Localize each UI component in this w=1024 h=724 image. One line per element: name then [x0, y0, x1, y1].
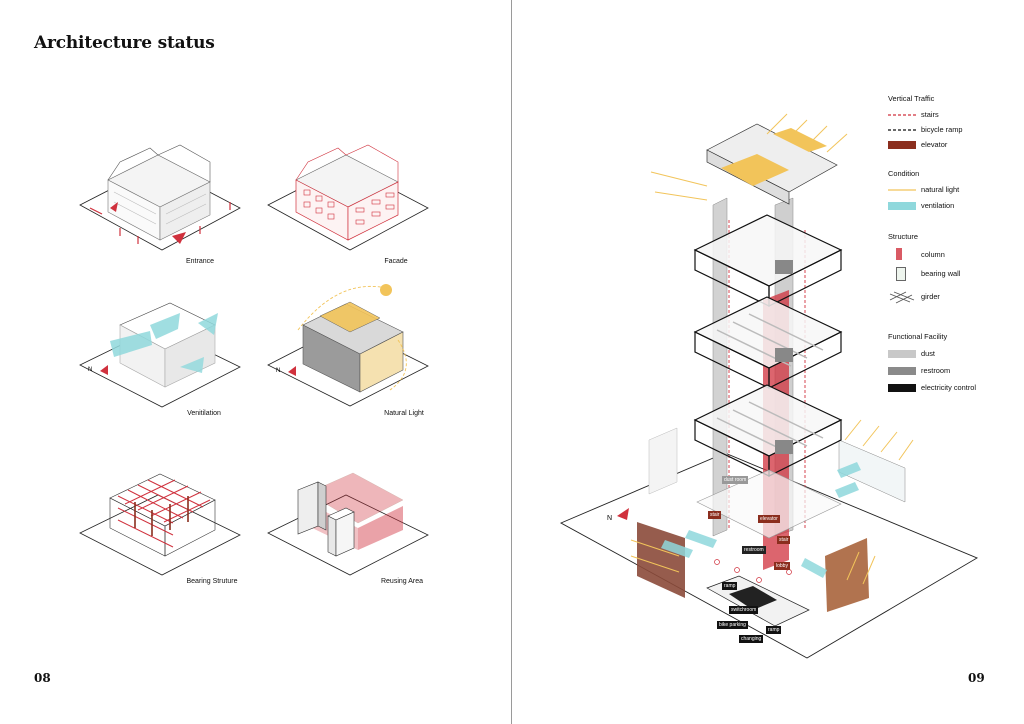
legend-label: restroom — [921, 366, 951, 375]
tag-dust-room: dust room — [722, 476, 749, 484]
legend-item-bicycle-ramp: bicycle ramp — [888, 125, 1018, 137]
bearing-structure-caption: Bearing Struture — [186, 578, 238, 585]
legend-item-dust: dust — [888, 349, 1018, 361]
column-icon — [896, 248, 902, 260]
left-page: Architecture status Entrance — [34, 33, 429, 685]
black-swatch-icon — [888, 384, 916, 392]
legend-label: column — [921, 250, 945, 259]
legend-item-bearing-wall: bearing wall — [888, 267, 1018, 281]
lightgray-swatch-icon — [888, 350, 916, 358]
legend-item-electricity-control: electricity control — [888, 383, 1018, 395]
bearing-structure-diagram — [79, 473, 241, 576]
legend-item-restroom: restroom — [888, 366, 1018, 378]
tag-changing: changing — [739, 635, 764, 643]
legend-group-title: Structure — [888, 232, 918, 241]
legend-label: stairs — [921, 110, 939, 119]
legend-item-elevator: elevator — [888, 140, 1018, 152]
legend-label: bicycle ramp — [921, 125, 963, 134]
yellow-line-icon — [888, 189, 916, 191]
legend-item-column: column — [888, 248, 1018, 262]
book-spine-divider — [511, 0, 512, 724]
ventilation-diagram: N — [79, 302, 241, 408]
reusing-area-caption: Reusing Area — [380, 578, 424, 585]
legend-item-natural-light: natural light — [888, 185, 1018, 197]
tag-lobby: lobby — [774, 562, 790, 570]
tag-bike-parking: bike parking — [717, 621, 748, 629]
facade-diagram — [267, 144, 429, 251]
tag-elevator: elevator — [758, 515, 780, 523]
legend-item-ventilation: ventilation — [888, 201, 1018, 213]
girder-icon — [889, 291, 915, 304]
page-number-right: 09 — [968, 671, 985, 685]
natural-light-caption: Natural Light — [384, 410, 424, 417]
legend-label: girder — [921, 292, 940, 301]
north-label: N — [276, 368, 280, 374]
facade-caption: Facade — [384, 258, 408, 265]
legend-group-title: Condition — [888, 169, 920, 178]
legend-label: elevator — [921, 140, 948, 149]
tag-stair-top: stair — [708, 511, 722, 519]
tag-switchroom: switchroom — [729, 606, 759, 614]
legend-item-girder: girder — [888, 291, 1018, 304]
tag-ramp-2: ramp — [766, 626, 782, 634]
legend-group-title: Functional Facility — [888, 332, 948, 341]
vertical-traffic-axonometric: N — [559, 113, 979, 659]
tag-stair-right: stair — [777, 536, 791, 544]
dashed-red-icon — [888, 114, 916, 116]
entrance-caption: Entrance — [185, 258, 215, 265]
page-number-left: 08 — [34, 671, 51, 685]
legend-label: dust — [921, 349, 935, 358]
north-label: N — [607, 515, 612, 522]
page-title: Architecture status — [34, 33, 215, 53]
tag-ramp-1: ramp — [722, 582, 738, 590]
cyan-swatch-icon — [888, 202, 916, 210]
legend-label: ventilation — [921, 201, 955, 210]
north-label: N — [88, 367, 92, 373]
legend-label: natural light — [921, 185, 960, 194]
legend-group-title: Vertical Traffic — [888, 94, 935, 103]
legend-item-stairs: stairs — [888, 110, 1018, 122]
entrance-diagram — [79, 144, 241, 251]
brown-swatch-icon — [888, 141, 916, 149]
dashed-black-icon — [888, 129, 916, 131]
gray-swatch-icon — [888, 367, 916, 375]
ventilation-caption: Venitilation — [187, 410, 221, 417]
reusing-area-diagram — [267, 472, 429, 576]
natural-light-diagram: N — [267, 284, 429, 407]
bearing-wall-icon — [896, 267, 906, 281]
legend-label: electricity control — [921, 383, 977, 392]
tag-restroom: restroom — [742, 546, 766, 554]
legend-label: bearing wall — [921, 269, 961, 278]
right-page: N stair elevator stair restroom lobby du… — [513, 0, 1024, 724]
